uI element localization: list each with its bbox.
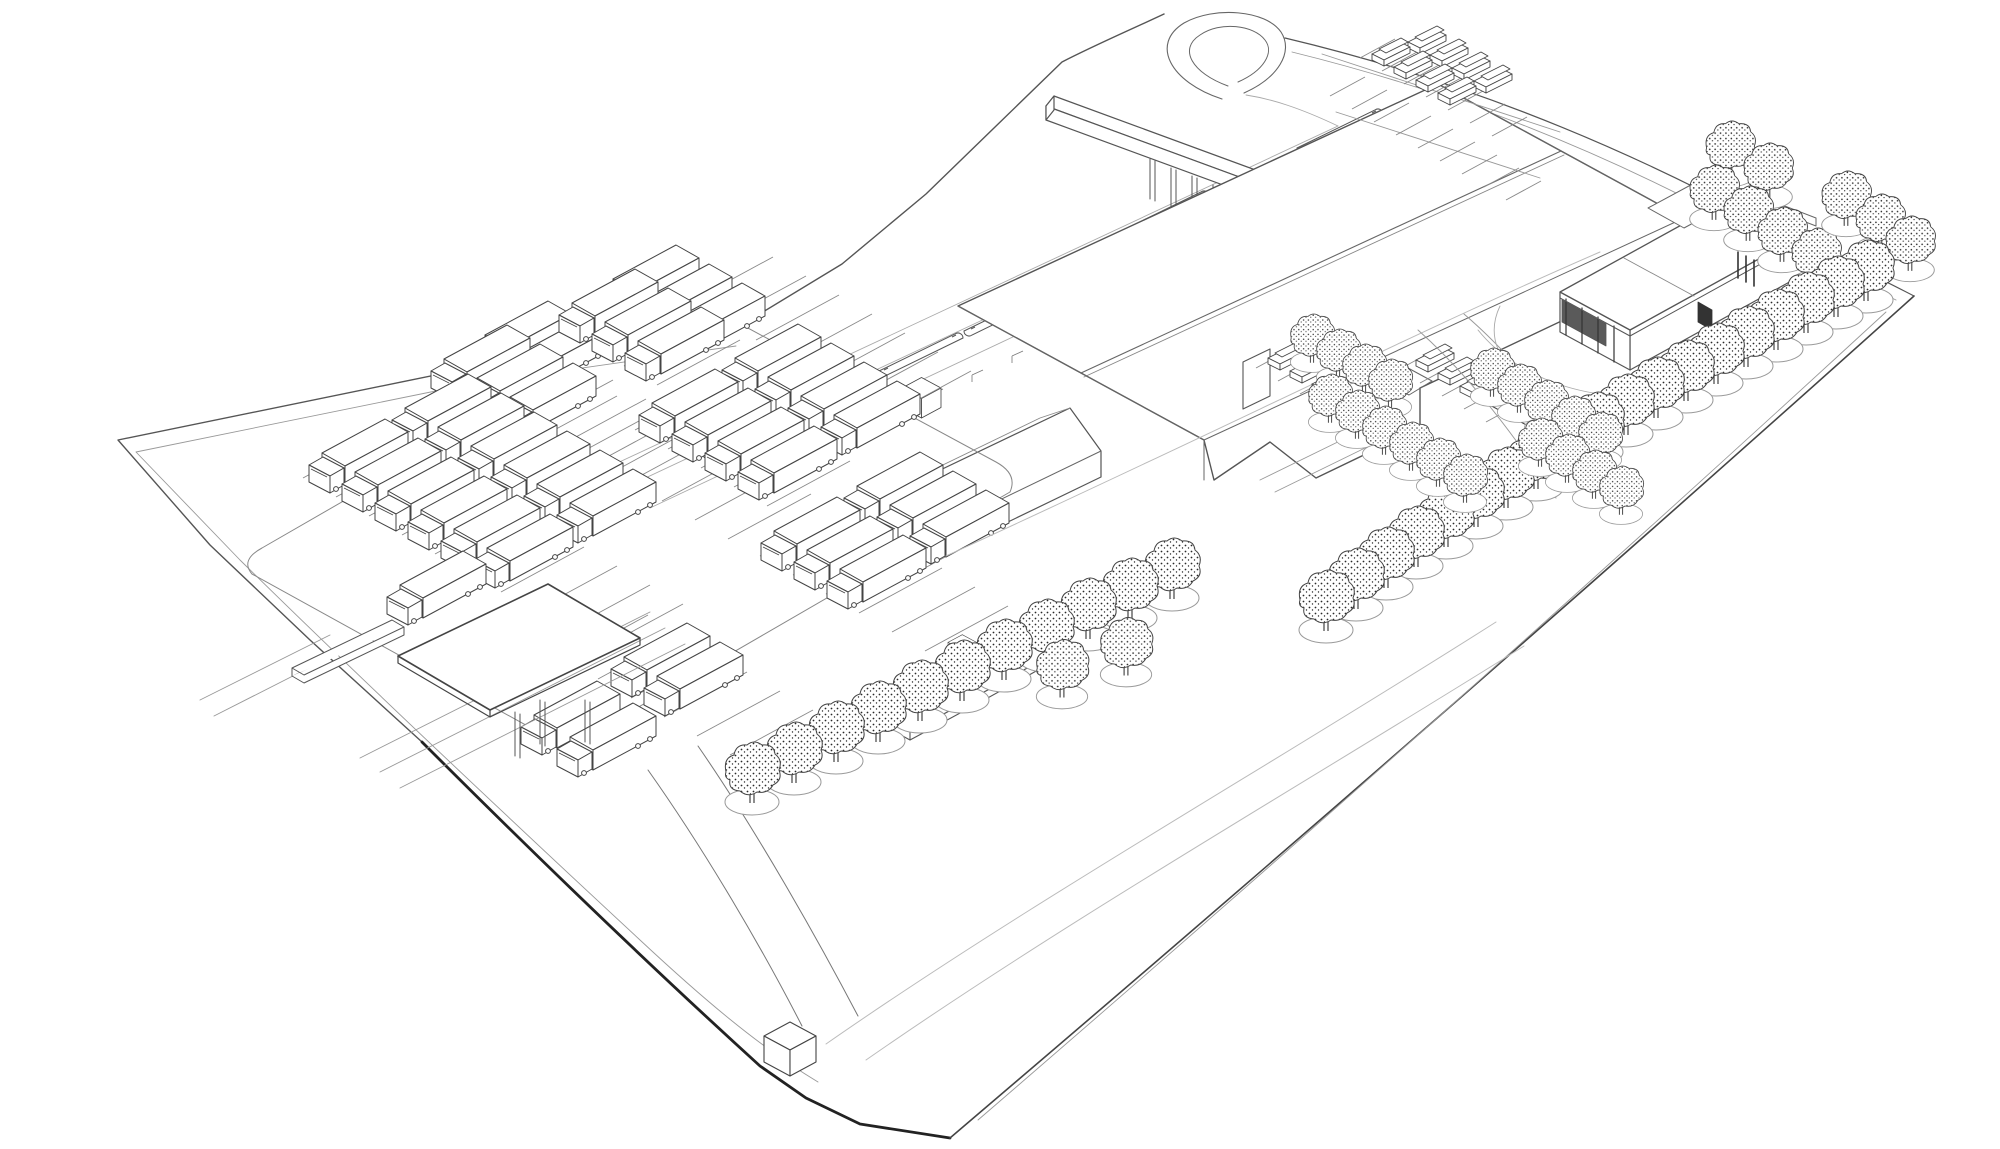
drawing-path <box>1045 95 1055 121</box>
drawing-path <box>584 699 591 745</box>
drawing-path <box>514 711 521 759</box>
drawing-path <box>1189 25 1270 87</box>
drawing-path <box>397 637 641 718</box>
drawing-path <box>1203 217 1685 441</box>
rcar-instance <box>876 332 964 378</box>
drawing-path <box>697 745 859 1017</box>
drawing-path <box>949 295 1915 1139</box>
drawing-path <box>199 634 345 717</box>
drawing-path <box>1274 447 1366 493</box>
drawing-path <box>1259 435 1351 481</box>
tick-instance <box>1011 350 1024 364</box>
cube-instance <box>763 1021 817 1077</box>
top-right-car-park <box>1321 25 1561 201</box>
drawing-path <box>420 740 952 1140</box>
drawing-path <box>539 699 546 747</box>
drawing-path <box>135 345 819 1083</box>
drawing-path <box>1170 167 1177 211</box>
tick-instance <box>971 369 984 383</box>
drawing-path <box>291 619 405 684</box>
truck-instance <box>386 550 487 626</box>
drawing-path <box>1080 150 1562 374</box>
drawing-path <box>1149 158 1156 202</box>
drawing-path <box>1083 154 1565 378</box>
drawing-path <box>1245 94 1339 127</box>
gatehouse-canopy <box>291 583 686 789</box>
drawing-path <box>1565 298 1615 363</box>
drawing-path <box>865 645 1525 1061</box>
drawing-path <box>1166 12 1286 100</box>
cstripe-instance <box>1351 89 1388 110</box>
stripe-instance <box>696 690 781 737</box>
drawing-path <box>1737 251 1755 287</box>
drawing-path <box>825 621 1497 1045</box>
drawing-path <box>1559 233 1805 337</box>
drawing-path <box>117 13 1165 743</box>
drawing-path <box>647 769 803 1027</box>
stripe-instance <box>891 586 976 633</box>
tree-instance <box>1298 569 1355 644</box>
cstripe-instance <box>1329 76 1366 97</box>
drawing-path <box>957 305 1205 441</box>
drawing-path <box>977 311 1887 1121</box>
drawing-path <box>1561 299 1607 347</box>
tree-instance <box>1099 616 1154 688</box>
loop-road <box>1166 12 1286 100</box>
entrance-roads <box>647 251 1601 1077</box>
drawing-path <box>945 251 1601 557</box>
site-boundary <box>117 13 1915 1140</box>
drawing-path <box>1623 257 1695 297</box>
